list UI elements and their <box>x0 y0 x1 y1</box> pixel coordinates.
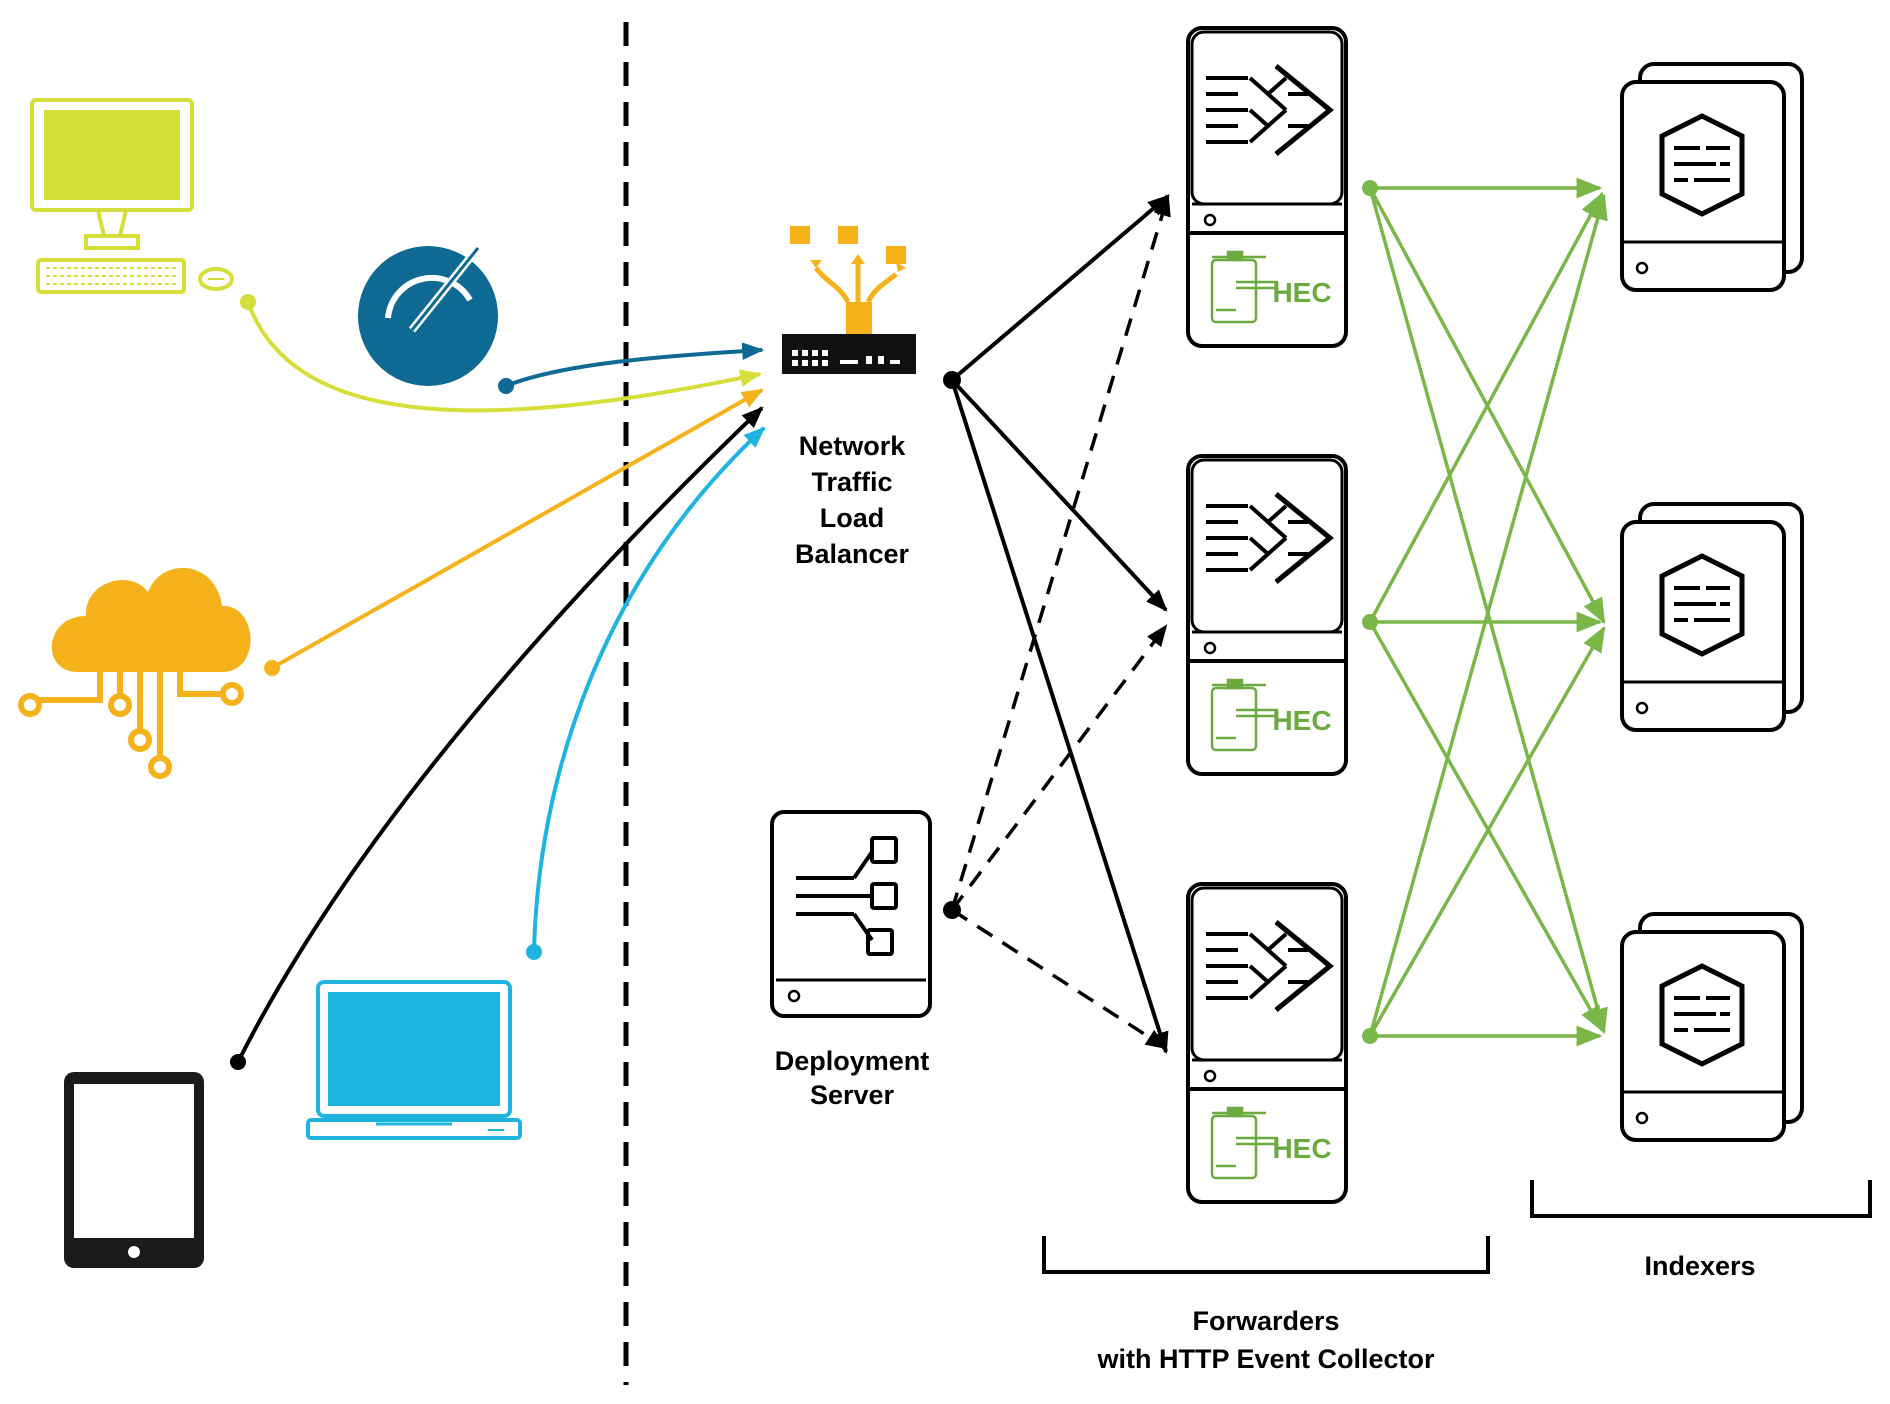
deployment-server-label: Deployment Server <box>732 1044 972 1112</box>
forwarders-label-line: Forwarders <box>1192 1306 1340 1336</box>
lb-to-forwarder-2 <box>950 378 1168 612</box>
tablet-icon <box>64 1072 204 1268</box>
cloud-connection <box>271 388 764 670</box>
forwarders-bracket <box>1042 1236 1490 1274</box>
ds-to-forwarder-2 <box>950 624 1168 912</box>
laptop-icon <box>306 980 522 1140</box>
load-balancer-label-line: Balancer <box>794 539 910 569</box>
forwarders-label: Forwarders with HTTP Event Collector <box>1066 1302 1466 1378</box>
indexer-server-stack-icon <box>1622 64 1802 290</box>
hec-label: HEC <box>1272 277 1331 308</box>
lb-to-forwarder-3 <box>950 379 1169 1055</box>
deployment-server-label-line: Server <box>809 1080 895 1110</box>
gauge-connection <box>505 342 765 388</box>
load-balancer-label: Network Traffic Load Balancer <box>752 428 952 572</box>
load-balancer-label-line: Load <box>819 503 885 533</box>
laptop-connection <box>532 426 766 953</box>
indexer-server-stack-icon <box>1622 914 1802 1140</box>
deployment-server-icon <box>770 810 932 1018</box>
load-balancer-label-line: Network <box>798 431 906 461</box>
indexers-bracket <box>1530 1180 1872 1218</box>
hec-label: HEC <box>1272 1133 1331 1164</box>
cloud-network-icon <box>18 567 251 779</box>
deployment-server-label-line: Deployment <box>774 1046 930 1076</box>
forwarders-label-line: with HTTP Event Collector <box>1097 1344 1435 1374</box>
indexer-server-stack-icon <box>1622 504 1802 730</box>
desktop-connection <box>246 301 763 413</box>
ds-to-forwarder-1 <box>950 193 1171 911</box>
desktop-computer-icon <box>30 98 234 294</box>
gauge-icon <box>358 245 498 386</box>
indexers-label-line: Indexers <box>1644 1251 1756 1281</box>
lb-to-forwarder-1 <box>950 194 1170 382</box>
network-switch-icon <box>782 226 916 374</box>
tablet-connection <box>236 406 764 1063</box>
ds-to-forwarder-3 <box>951 908 1168 1050</box>
load-balancer-label-line: Traffic <box>811 467 893 497</box>
indexers-label: Indexers <box>1600 1248 1800 1284</box>
forwarder-indexer-mesh <box>1368 177 1608 1047</box>
hec-label: HEC <box>1272 705 1331 736</box>
